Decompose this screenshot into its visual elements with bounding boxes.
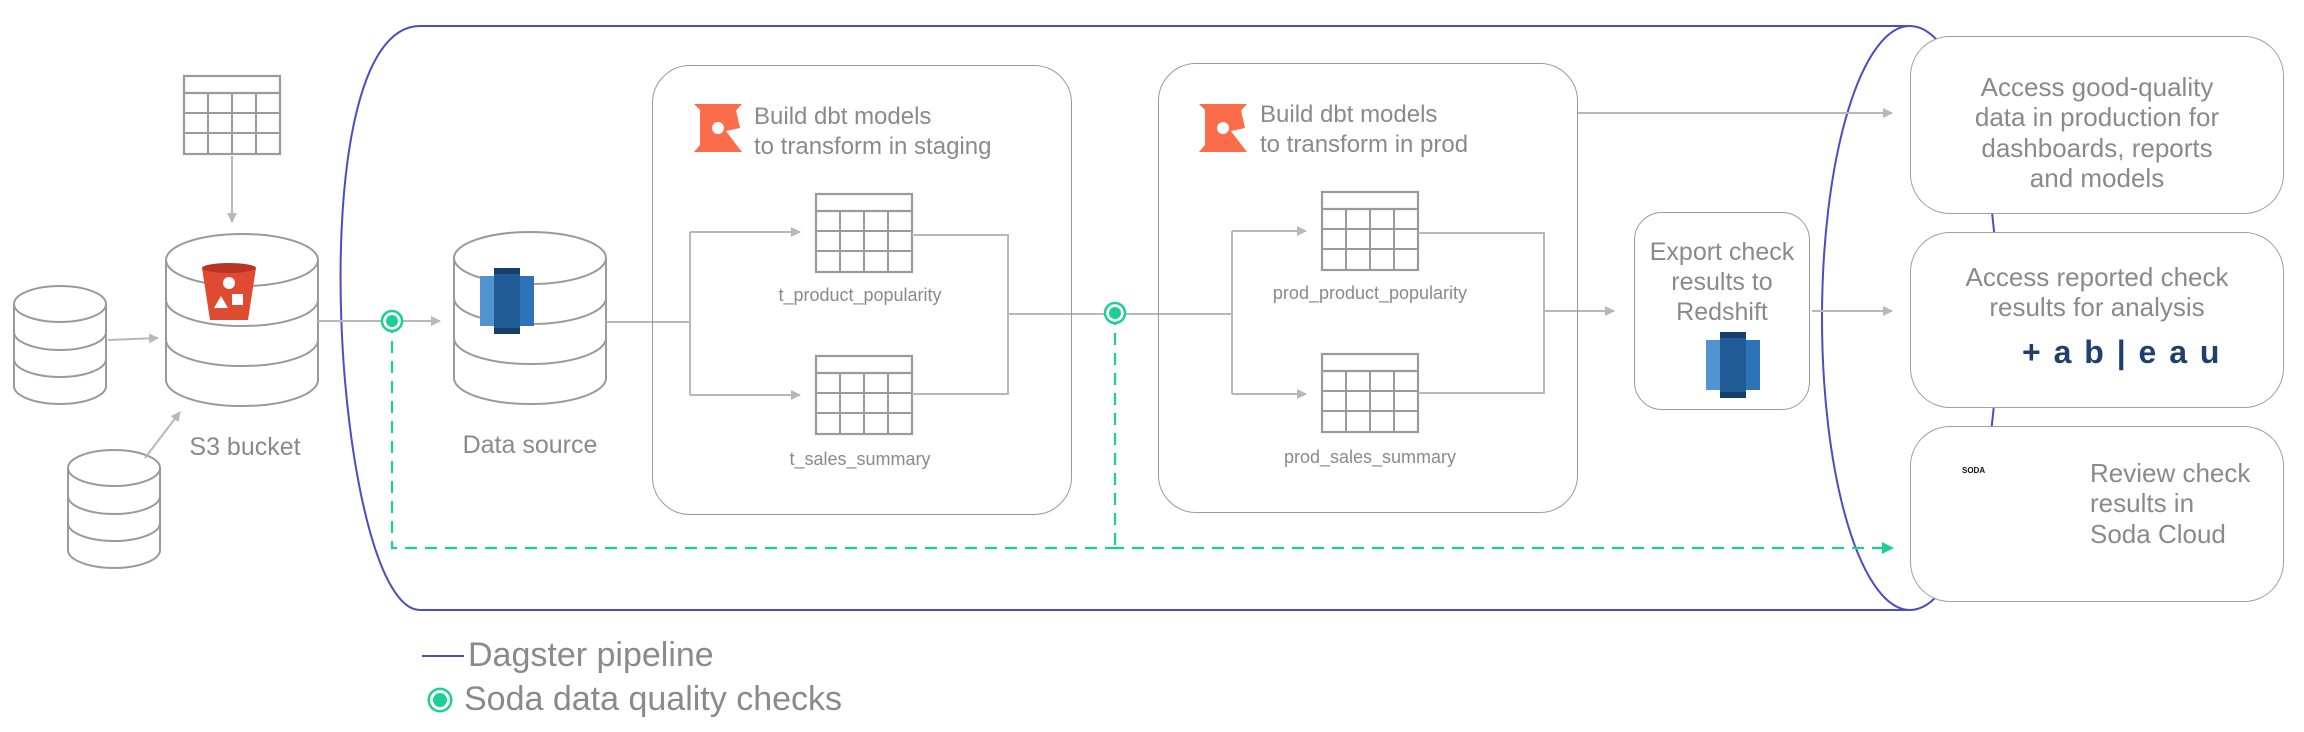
- table-icon: [182, 74, 282, 156]
- export-line2: results to: [1671, 268, 1773, 296]
- staging-models-box: [652, 65, 1072, 515]
- review-text: Review check results in Soda Cloud: [2090, 458, 2251, 549]
- access-reported-text: Access reported check results for analys…: [1965, 262, 2229, 323]
- legend-pipeline-label: Dagster pipeline: [468, 636, 714, 674]
- prod-table1-label: prod_product_popularity: [1272, 283, 1468, 303]
- access-reported-box: [1910, 232, 2284, 408]
- prod-title-line2: to transform in prod: [1260, 131, 1469, 158]
- soda-check-icon: [1103, 301, 1127, 325]
- staging-title-line1: Build dbt models: [754, 103, 932, 130]
- prod-title-line1: Build dbt models: [1260, 101, 1438, 128]
- prod-table2-label: prod_sales_summary: [1283, 447, 1457, 467]
- s3-bucket-label: S3 bucket: [189, 433, 301, 461]
- legend-checks-label: Soda data quality checks: [464, 680, 843, 718]
- prod-models-box: [1158, 63, 1578, 513]
- access-good-text: Access good-quality data in production f…: [1974, 72, 2220, 194]
- staging-table2-label: t_sales_summary: [789, 449, 931, 469]
- data-source-label: Data source: [462, 431, 598, 459]
- staging-title-line2: to transform in staging: [754, 133, 992, 160]
- access-good-quality-box: [1910, 36, 2284, 214]
- staging-table1-label: t_product_popularity: [778, 285, 942, 305]
- legend-pipeline: Dagster pipeline: [422, 636, 714, 675]
- soda-check-icon: [430, 689, 450, 710]
- soda-logo-text: SODA: [1962, 466, 1986, 475]
- dagster-pipeline-outline: [339, 25, 1910, 611]
- legend-checks: Soda data quality checks: [426, 680, 842, 719]
- soda-check-icon: [380, 309, 404, 333]
- export-box: [1634, 212, 1810, 410]
- tableau-wordmark: + a b | e a u: [2022, 334, 2222, 370]
- database-icon: [67, 449, 161, 569]
- s3-bucket-icon: [202, 263, 256, 320]
- export-line1: Export check: [1649, 238, 1795, 266]
- review-soda-box: [1910, 426, 2284, 602]
- legend-pipeline-line: [422, 654, 464, 657]
- export-line3: Redshift: [1676, 298, 1768, 326]
- redshift-icon: [480, 268, 534, 334]
- database-icon: [13, 285, 107, 405]
